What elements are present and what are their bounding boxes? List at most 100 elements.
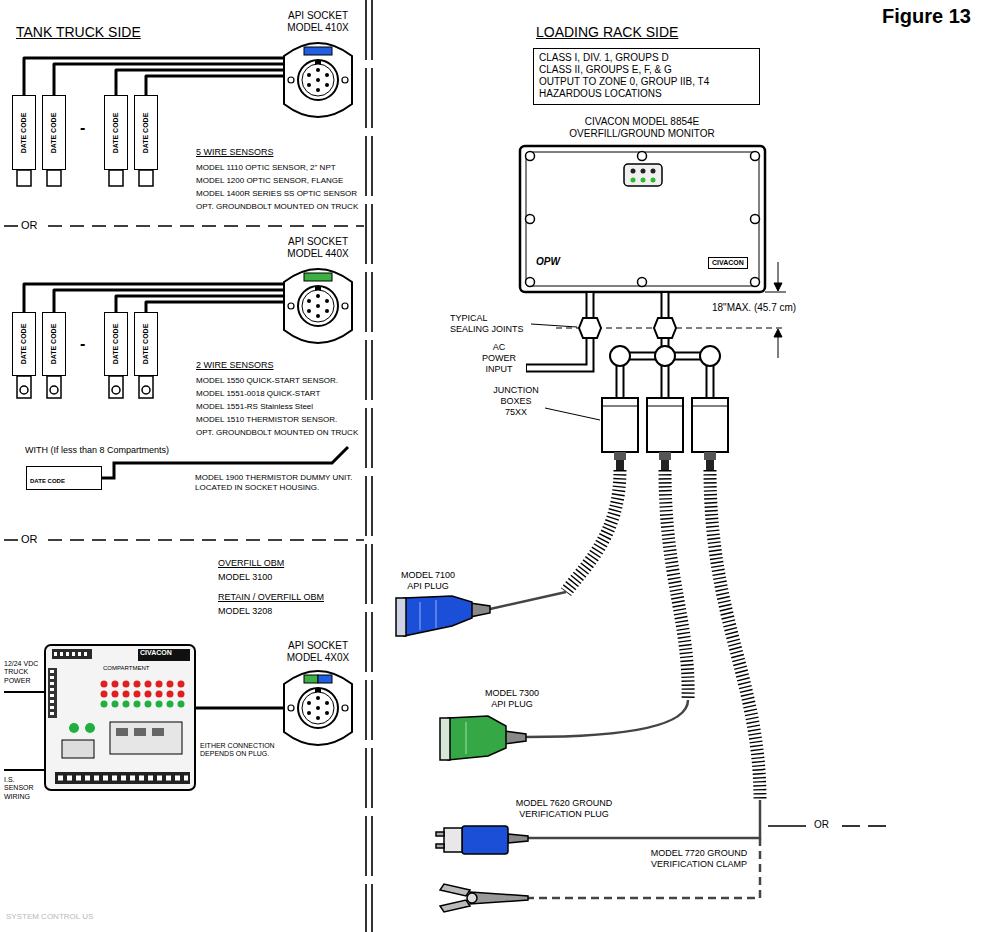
obm-board-art [134, 691, 141, 698]
gap-mark: - [80, 118, 85, 137]
monitor-housing [526, 152, 760, 287]
model-item: MODEL 1550 QUICK-START SENSOR. [196, 376, 338, 386]
api-plug-green [466, 722, 467, 754]
sensor-eye [109, 376, 123, 398]
obm-board-art [69, 723, 79, 733]
or-divider [842, 825, 860, 827]
note: WITH (If less than 8 Compartments) [25, 445, 169, 456]
obm-board-art [45, 645, 195, 790]
monitor-housing [651, 178, 656, 183]
monitor-housing [638, 278, 647, 287]
optic-sensor: DATE CODE [104, 95, 128, 170]
leader-line [531, 324, 577, 327]
node-text: DATE CODE [142, 112, 150, 153]
socket-color-tab [304, 273, 332, 281]
dimension [778, 334, 779, 358]
callout: JUNCTION BOXES 75XX [490, 385, 542, 417]
obm-board-art [178, 691, 185, 698]
node-text: CLASS I, DIV. 1, GROUPS D [539, 52, 751, 64]
obm-board-art [134, 701, 141, 708]
model-item: OPT. GROUNDBOLT MOUNTED ON TRUCK [196, 202, 358, 212]
obm-board-art [48, 668, 57, 718]
monitor-housing [651, 169, 656, 174]
leader-line [545, 408, 600, 420]
node-text: CIVACON MODEL 8854E OVERFILL/GROUND MONI… [562, 116, 722, 140]
api-plug: MODEL 7300 API PLUG [438, 688, 548, 762]
ground-clamp [467, 893, 477, 903]
obm-board-art [156, 701, 163, 708]
obm-board-art [55, 772, 190, 784]
sealing-joint [654, 318, 676, 338]
coiled-cord [566, 470, 620, 592]
api-plug-blue [396, 598, 406, 636]
ground-clamp [440, 900, 470, 912]
monitor-housing [631, 178, 656, 183]
monitor-housing [631, 178, 636, 183]
or-mark: OR [18, 533, 41, 546]
socket-color-tab [304, 675, 318, 683]
wire-label: I.S. SENSOR WIRING [4, 776, 44, 801]
junction-box [602, 398, 638, 452]
model-item: MODEL 1551-0018 QUICK-START [196, 389, 320, 399]
hazard-box: CLASS I, DIV. 1, GROUPS DCLASS II, GROUP… [533, 48, 760, 105]
monitor-housing [641, 178, 646, 183]
monitor-housing [751, 278, 760, 287]
sensor-eye [47, 376, 61, 398]
or-mark: OR [814, 819, 829, 831]
two-wire-sensor: DATE CODE [42, 312, 66, 376]
monitor-housing [526, 278, 535, 287]
sensor-wire [116, 70, 284, 95]
junction-box [706, 460, 714, 470]
obm-board-art [101, 681, 108, 688]
obm-board-art [167, 681, 174, 688]
obm-board: CIVACONCOMPARTMENT [45, 645, 195, 790]
ground-plug [508, 834, 528, 843]
dimension [774, 283, 782, 291]
obm-board-art [45, 645, 195, 790]
obm-board-art [62, 740, 94, 758]
api-plug-green [440, 718, 450, 760]
node-text: CIVACON [140, 649, 172, 657]
truck-wiring [4, 769, 46, 771]
sensor-eye [142, 386, 150, 394]
obm-board-art [101, 701, 108, 708]
monitor-housing [526, 215, 535, 224]
obm-board-art [101, 691, 108, 698]
obm-board-art [156, 691, 163, 698]
api-plug-green [504, 731, 526, 744]
obm-board-art [116, 728, 128, 736]
junction-box [614, 452, 626, 460]
node-text: OUTPUT TO ZONE 0, GROUP IIB, T4 [539, 76, 751, 88]
sensor-wire [54, 290, 284, 312]
junction-box [692, 406, 728, 407]
junction-box [692, 398, 728, 452]
cord [526, 700, 688, 737]
sensor-probe [47, 170, 61, 186]
overfill-monitor: CIVACON MODEL 8854E OVERFILL/GROUND MONI… [515, 116, 770, 294]
junction-box [659, 452, 671, 460]
obm-board-art [152, 728, 164, 736]
node-text: DATE CODE [142, 324, 150, 365]
obm-board-art [112, 681, 119, 688]
ground-clamp: MODEL 7720 GROUND VERIFICATION CLAMP [436, 848, 758, 914]
node-text: MODEL 7100 API PLUG [396, 570, 460, 592]
obm-board-art [145, 691, 152, 698]
node-text: DATE CODE [112, 112, 120, 153]
node-text: DATE CODE [112, 324, 120, 365]
junction-box [602, 406, 728, 407]
sensor-probe [109, 170, 123, 186]
monitor-housing [520, 146, 765, 292]
callout: TYPICAL SEALING JOINTS [450, 313, 528, 335]
divider [371, 0, 373, 932]
obm-board-art [167, 701, 174, 708]
sensor-probe [139, 170, 153, 186]
dummy-unit: DATE CODE [26, 466, 102, 490]
node-text: DATE CODE [50, 112, 58, 153]
sensor-eye [50, 386, 58, 394]
socket-color-tab [318, 675, 332, 683]
obm-board-art [101, 681, 185, 698]
monitor-housing [520, 146, 765, 292]
optic-sensor: DATE CODE [134, 95, 158, 170]
dimension-text: 18"MAX. (45.7 cm) [712, 302, 796, 314]
